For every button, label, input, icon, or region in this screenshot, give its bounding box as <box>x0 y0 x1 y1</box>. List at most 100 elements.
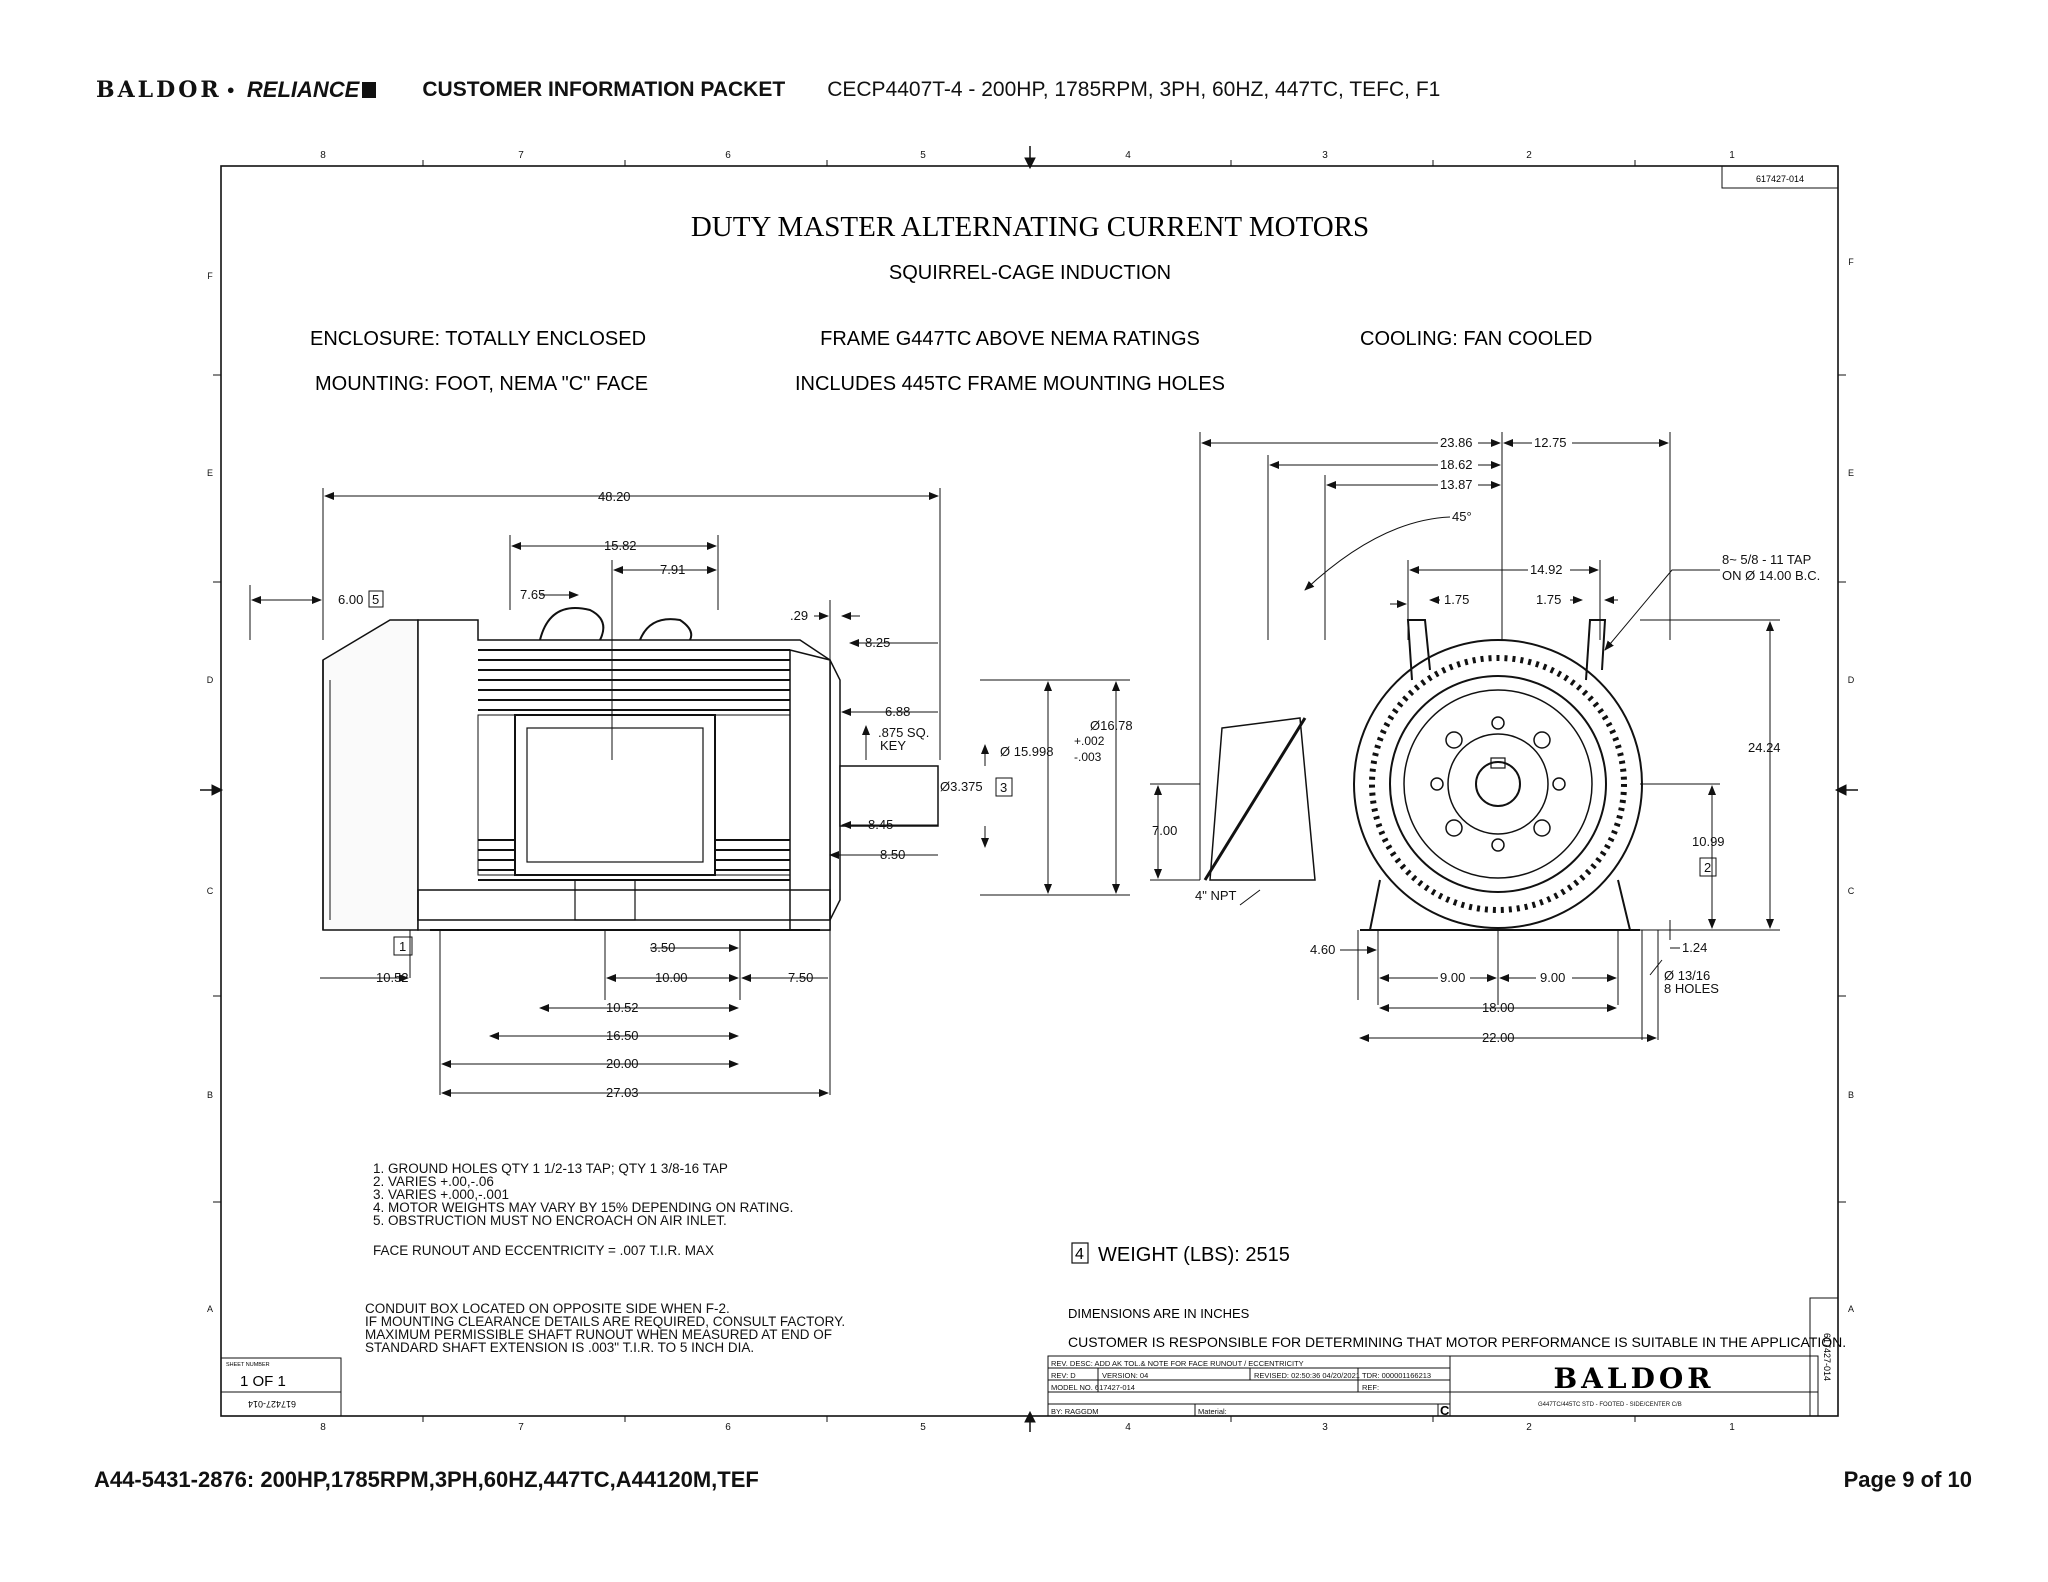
svg-text:10.00: 10.00 <box>655 970 688 985</box>
reliance-mark-icon <box>362 82 377 98</box>
svg-text:.875 SQ.: .875 SQ. <box>878 725 929 740</box>
page-header: BALDOR • RELIANCE CUSTOMER INFORMATION P… <box>96 70 1440 110</box>
sheet-number-block <box>220 1357 342 1417</box>
end-view-dimensions <box>1150 432 1780 1042</box>
weight-note-number: 4 <box>1075 1246 1084 1263</box>
svg-text:C: C <box>207 886 214 896</box>
packet-title: CUSTOMER INFORMATION PACKET <box>422 78 786 101</box>
svg-text:VERSION: 04: VERSION: 04 <box>1102 1371 1148 1380</box>
svg-text:+.002: +.002 <box>1074 734 1105 748</box>
svg-text:REVISED: 02:50:36 04/20/2021: REVISED: 02:50:36 04/20/2021 <box>1254 1371 1360 1380</box>
weight-note-box <box>1071 1242 1089 1264</box>
svg-text:18.00: 18.00 <box>1482 1000 1515 1015</box>
svg-text:Ø3.375: Ø3.375 <box>940 779 983 794</box>
svg-text:9.00: 9.00 <box>1540 970 1565 985</box>
svg-text:8: 8 <box>320 150 326 161</box>
svg-text:Ø16.78: Ø16.78 <box>1090 718 1133 733</box>
svg-text:7.50: 7.50 <box>788 970 813 985</box>
svg-text:3.50: 3.50 <box>650 940 675 955</box>
drawing-title: DUTY MASTER ALTERNATING CURRENT MOTORS <box>691 211 1369 243</box>
svg-text:1.24: 1.24 <box>1682 940 1707 955</box>
title-block <box>1047 1297 1839 1417</box>
svg-text:24.24: 24.24 <box>1748 740 1781 755</box>
svg-text:27.03: 27.03 <box>606 1085 639 1100</box>
motor-end-view <box>1203 619 1643 931</box>
svg-text:MODEL NO. 617427-014: MODEL NO. 617427-014 <box>1051 1383 1135 1392</box>
doc-number-box <box>1721 165 1839 189</box>
svg-text:D: D <box>1848 675 1855 685</box>
svg-text:A: A <box>207 1304 213 1314</box>
svg-text:5: 5 <box>920 1422 926 1433</box>
svg-text:REV: D: REV: D <box>1051 1371 1076 1380</box>
title-block-side-doc: 617427-014 <box>1822 1333 1832 1381</box>
svg-text:2: 2 <box>1526 1422 1532 1433</box>
svg-text:1: 1 <box>1729 150 1735 161</box>
sheet-number: 1 OF 1 <box>240 1373 286 1390</box>
svg-text:7.00: 7.00 <box>1152 823 1177 838</box>
svg-text:45°: 45° <box>1452 509 1472 524</box>
svg-text:-.003: -.003 <box>1074 750 1102 764</box>
svg-text:23.86: 23.86 <box>1440 435 1473 450</box>
svg-text:6: 6 <box>725 1422 731 1433</box>
svg-text:5: 5 <box>920 150 926 161</box>
svg-text:B: B <box>1848 1090 1854 1100</box>
svg-text:4.60: 4.60 <box>1310 942 1335 957</box>
svg-text:ON Ø 14.00 B.C.: ON Ø 14.00 B.C. <box>1722 568 1820 583</box>
spec-frame: FRAME G447TC ABOVE NEMA RATINGS <box>820 328 1200 350</box>
doc-number: 617427-014 <box>1756 174 1804 184</box>
spec-mounting: MOUNTING: FOOT, NEMA "C" FACE <box>315 373 648 395</box>
svg-text:8.50: 8.50 <box>880 847 905 862</box>
svg-text:Ø 15.998: Ø 15.998 <box>1000 744 1054 759</box>
svg-text:5: 5 <box>372 592 379 607</box>
svg-text:REV. DESC: ADD AK TOL.& NOTE F: REV. DESC: ADD AK TOL.& NOTE FOR FACE RU… <box>1051 1359 1304 1368</box>
svg-text:1: 1 <box>1729 1422 1735 1433</box>
svg-text:7.91: 7.91 <box>660 562 685 577</box>
svg-text:22.00: 22.00 <box>1482 1030 1515 1045</box>
footer-page-number: Page 9 of 10 <box>1843 1467 1972 1492</box>
svg-text:7.65: 7.65 <box>520 587 545 602</box>
drawing-notes: 1. GROUND HOLES QTY 1 1/2-13 TAP; QTY 1 … <box>365 1161 845 1355</box>
svg-text:3: 3 <box>1322 1422 1328 1433</box>
svg-text:KEY: KEY <box>880 738 906 753</box>
svg-text:6.00: 6.00 <box>338 592 363 607</box>
svg-text:4: 4 <box>1125 1422 1131 1433</box>
svg-text:TDR: 000001166213: TDR: 000001166213 <box>1362 1371 1431 1380</box>
brand-separator: • <box>225 80 239 100</box>
svg-text:10.52: 10.52 <box>606 1000 639 1015</box>
svg-text:14.92: 14.92 <box>1530 562 1563 577</box>
svg-text:8: 8 <box>320 1422 326 1433</box>
svg-text:1.75: 1.75 <box>1444 592 1469 607</box>
end-view-labels: 23.86 12.75 18.62 13.87 45° 14.92 1.75 1… <box>1152 435 1820 1045</box>
svg-text:F: F <box>1848 257 1854 267</box>
svg-text:E: E <box>207 468 213 478</box>
svg-text:2: 2 <box>1704 860 1711 875</box>
side-view-dimensions <box>249 488 1130 1097</box>
brand-logo-baldor: BALDOR <box>96 77 222 103</box>
footer-model-info: A44-5431-2876: 200HP,1785RPM,3PH,60HZ,44… <box>94 1467 759 1492</box>
drawing-size: C <box>1440 1403 1450 1418</box>
svg-text:E: E <box>1848 468 1854 478</box>
svg-text:9.00: 9.00 <box>1440 970 1465 985</box>
svg-text:STANDARD SHAFT EXTENSION IS .0: STANDARD SHAFT EXTENSION IS .003" T.I.R.… <box>365 1340 754 1355</box>
svg-text:B: B <box>207 1090 213 1100</box>
dimensions-note: DIMENSIONS ARE IN INCHES <box>1068 1306 1250 1321</box>
svg-text:3: 3 <box>1000 780 1007 795</box>
svg-text:D: D <box>207 675 214 685</box>
spec-enclosure: ENCLOSURE: TOTALLY ENCLOSED <box>310 328 646 350</box>
svg-text:8.25: 8.25 <box>865 635 890 650</box>
svg-text:2. VARIES +.00,-.06: 2. VARIES +.00,-.06 <box>373 1174 494 1189</box>
customer-responsibility-note: CUSTOMER IS RESPONSIBLE FOR DETERMINING … <box>1068 1334 1846 1350</box>
sheet-doc-number: 617427-014 <box>248 1399 296 1409</box>
svg-text:18.62: 18.62 <box>1440 457 1473 472</box>
svg-text:.29: .29 <box>790 608 808 623</box>
svg-text:8~ 5/8 - 11 TAP: 8~ 5/8 - 11 TAP <box>1722 552 1811 567</box>
svg-text:4. MOTOR WEIGHTS MAY VARY BY: 4. MOTOR WEIGHTS MAY VARY BY 15% DEPENDI… <box>373 1200 793 1215</box>
packet-subtitle: CECP4407T-4 - 200HP, 1785RPM, 3PH, 60HZ,… <box>827 78 1441 101</box>
svg-text:6: 6 <box>725 150 731 161</box>
svg-text:3: 3 <box>1322 150 1328 161</box>
sheet-number-label: SHEET NUMBER <box>226 1362 270 1368</box>
svg-text:BY: RAGGDM: BY: RAGGDM <box>1051 1407 1099 1416</box>
svg-text:G447TC/445TC STD - FOOTED - SI: G447TC/445TC STD - FOOTED - SIDE/CENTER … <box>1538 1402 1682 1408</box>
svg-text:7: 7 <box>518 1422 524 1433</box>
